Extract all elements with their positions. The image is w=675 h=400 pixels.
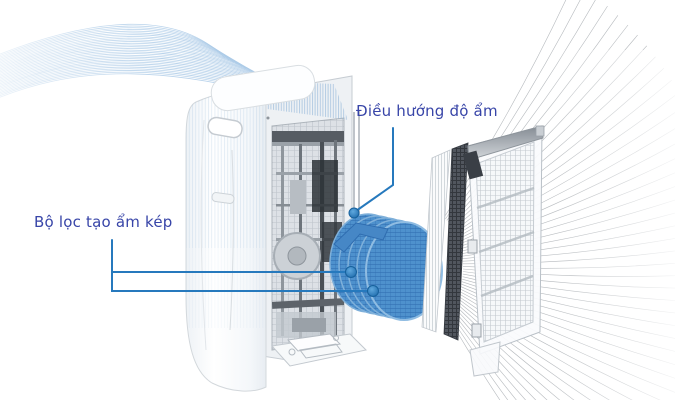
frame-bottom-flap [469, 341, 501, 377]
annotation-pointers [111, 127, 394, 297]
fan-fade [545, 50, 675, 400]
frame-clip-bottom [471, 323, 482, 338]
pointer-dot-louver [348, 207, 360, 219]
body-seam-2 [200, 119, 207, 351]
top-deflector-cap [210, 64, 316, 112]
frame-clip-mid [467, 239, 478, 254]
carry-handle [207, 116, 243, 139]
air-purifier-unit [185, 64, 368, 392]
label-dual-humidifier-filter: Bộ lọc tạo ẩm kép [34, 213, 173, 231]
deodorizing-filter-panel [443, 142, 469, 341]
airflow-fade [0, 0, 140, 150]
water-tray [271, 333, 368, 367]
internal-mechanism [272, 118, 344, 350]
pointer-line-humidity-director [355, 127, 394, 212]
pointer-dot-disc-2 [367, 285, 379, 297]
humidity-louver [333, 222, 389, 253]
frame-corner-bracket [535, 125, 545, 137]
screw-dot [266, 116, 270, 120]
pointer-dot-disc-1 [345, 266, 357, 278]
filter-frame [462, 125, 545, 377]
hepa-filter-panel [421, 149, 451, 333]
pointer-line-dual-filter [111, 239, 372, 292]
lower-vent-slot [211, 192, 235, 204]
body-seam [229, 149, 234, 331]
frame-hinge [462, 150, 484, 180]
body-airflow-texture [186, 88, 266, 328]
filter-panels [421, 125, 545, 377]
label-humidity-director: Điều hướng độ ẩm [356, 102, 498, 120]
